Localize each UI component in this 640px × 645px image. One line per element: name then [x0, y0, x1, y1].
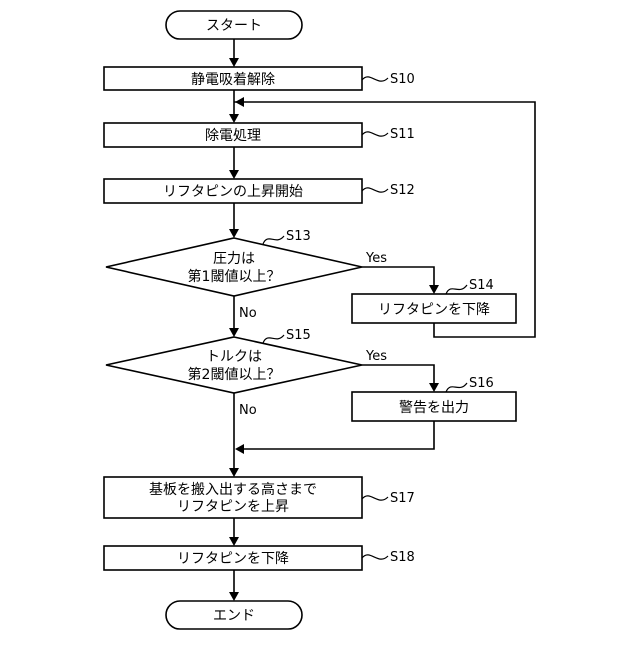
step-s16-id: S16	[469, 376, 494, 391]
step-s11-label: 除電処理	[205, 128, 261, 144]
decision-s13: 圧力は 第1閾値以上？ S13 Yes No	[106, 229, 387, 321]
step-s17: 基板を搬入出する高さまで リフタピンを上昇 S17	[104, 477, 415, 518]
step-s18-label: リフタピンを下降	[177, 551, 289, 567]
connector-s15-yes-s16	[362, 365, 434, 383]
step-s10-leader	[362, 77, 388, 81]
decision-s15: トルクは 第2閾値以上？ S15 Yes No	[106, 328, 387, 418]
decision-s15-leader	[263, 335, 284, 343]
step-s17-leader	[362, 496, 388, 500]
connector-s16-merge	[243, 421, 434, 449]
step-s11-id: S11	[390, 127, 415, 142]
arrowhead	[229, 537, 239, 546]
end-terminal: エンド	[166, 601, 302, 629]
step-s18-id: S18	[390, 550, 415, 565]
step-s18: リフタピンを下降 S18	[104, 546, 415, 570]
start-label: スタート	[206, 18, 262, 34]
step-s16-label: 警告を出力	[399, 400, 469, 416]
connector-s13-yes-s14	[362, 267, 434, 285]
step-s14-id: S14	[469, 278, 494, 293]
decision-s15-line2: 第2閾値以上？	[188, 366, 281, 383]
decision-s13-id: S13	[286, 229, 311, 244]
decision-s15-yes: Yes	[365, 349, 387, 364]
arrowhead	[429, 383, 439, 392]
decision-s13-leader	[263, 236, 284, 244]
step-s12: リフタピンの上昇開始 S12	[104, 179, 415, 203]
step-s14-label: リフタピンを下降	[378, 302, 490, 318]
step-s12-leader	[362, 188, 388, 192]
decision-s15-no: No	[239, 403, 257, 418]
decision-s15-line1: トルクは	[206, 349, 262, 365]
arrowhead	[229, 468, 239, 477]
step-s17-line1: 基板を搬入出する高さまで	[149, 481, 317, 498]
arrowhead	[229, 58, 239, 67]
arrowhead	[229, 170, 239, 179]
arrowhead	[235, 97, 244, 107]
decision-s15-id: S15	[286, 328, 311, 343]
arrowhead	[229, 114, 239, 123]
arrowhead	[229, 229, 239, 238]
step-s14-leader	[446, 285, 467, 294]
start-terminal: スタート	[166, 11, 302, 39]
step-s18-leader	[362, 555, 388, 559]
step-s10: 静電吸着解除 S10	[104, 67, 415, 90]
decision-s13-yes: Yes	[365, 251, 387, 266]
step-s11: 除電処理 S11	[104, 123, 415, 147]
arrowhead	[229, 592, 239, 601]
decision-s13-line2: 第1閾値以上？	[188, 268, 281, 285]
step-s12-label: リフタピンの上昇開始	[163, 184, 303, 200]
step-s10-id: S10	[390, 72, 415, 87]
step-s17-id: S17	[390, 491, 415, 506]
step-s11-leader	[362, 132, 388, 136]
arrowhead	[235, 444, 244, 454]
arrowhead	[229, 328, 239, 337]
step-s17-line2: リフタピンを上昇	[177, 499, 289, 515]
step-s16-leader	[446, 383, 467, 392]
step-s12-id: S12	[390, 183, 415, 198]
step-s10-label: 静電吸着解除	[191, 72, 275, 88]
end-label: エンド	[213, 608, 255, 624]
decision-s13-line1: 圧力は	[213, 251, 255, 267]
decision-s13-no: No	[239, 306, 257, 321]
arrowhead	[429, 285, 439, 294]
